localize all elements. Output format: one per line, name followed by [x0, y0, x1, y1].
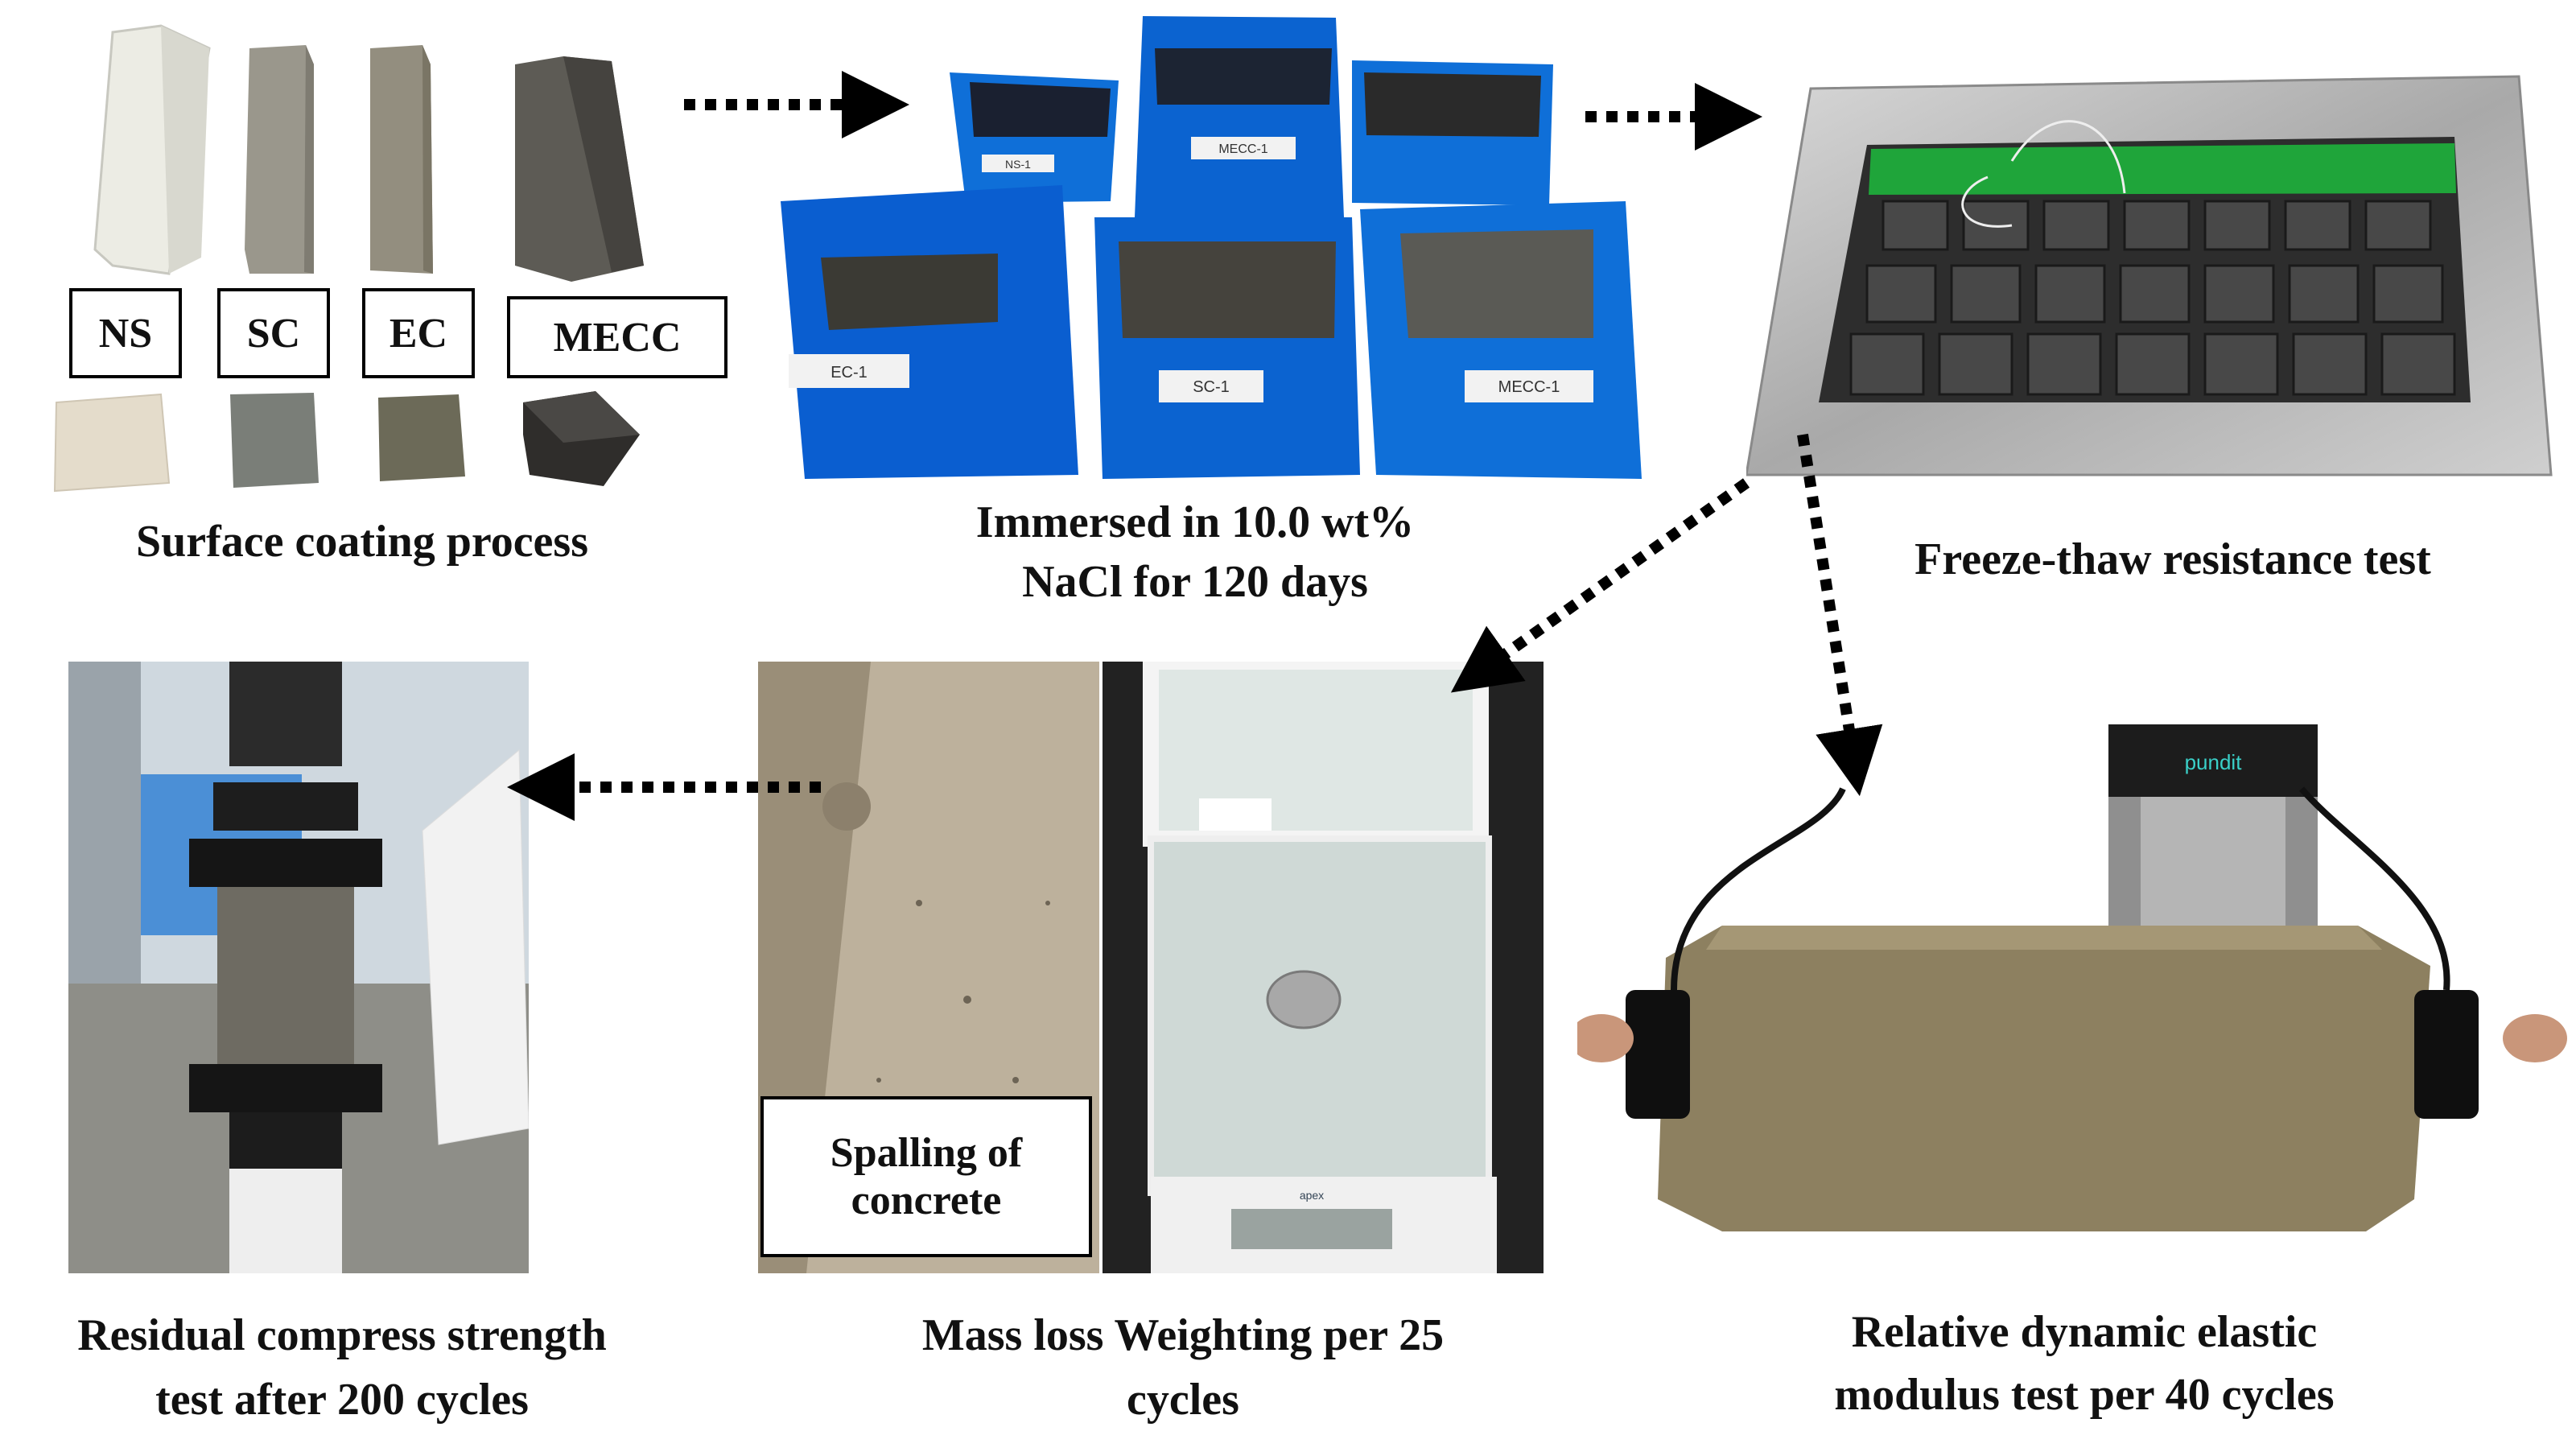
basket-tag-ns: NS-1	[1005, 158, 1031, 171]
basket-tag-mecc-top: MECC-1	[1218, 142, 1267, 156]
coated-cube-photos	[40, 386, 684, 499]
spalling-label-box: Spalling of concrete	[760, 1096, 1092, 1257]
caption-modulus-line1: Relative dynamic elastic	[1851, 1307, 2318, 1357]
spalling-label-line2: concrete	[851, 1178, 1002, 1223]
coated-prism-photos	[48, 16, 692, 282]
coating-label-sc: SC	[217, 288, 330, 378]
coating-label-mecc: MECC	[507, 296, 727, 378]
caption-immersion-line1: Immersed in 10.0 wt%	[975, 497, 1415, 547]
caption-freeze-thaw: Freeze-thaw resistance test	[1914, 534, 2431, 584]
caption-surface-coating: Surface coating process	[136, 517, 588, 567]
coating-label-ns: NS	[69, 288, 182, 378]
compression-machine-photo	[68, 662, 529, 1273]
freeze-thaw-chamber-photo	[1746, 64, 2559, 491]
caption-immersion-line2: NaCl for 120 days	[1022, 557, 1368, 607]
caption-compress-line1: Residual compress strength	[77, 1310, 607, 1360]
pundit-brand-label: pundit	[2185, 750, 2243, 774]
coating-label-ec: EC	[362, 288, 475, 378]
immersion-baskets-photo: NS-1 MECC-1 EC-1 SC-1 M	[756, 16, 1674, 487]
caption-mass-line2: cycles	[1127, 1375, 1239, 1425]
caption-compress-line2: test after 200 cycles	[155, 1375, 529, 1425]
spalling-label-line1: Spalling of	[830, 1130, 1023, 1176]
basket-tag-ec: EC-1	[831, 364, 868, 382]
arrow-freeze-thaw-to-modulus	[1797, 433, 1883, 797]
balance-brand-label: apex	[1300, 1189, 1324, 1202]
caption-modulus-line2: modulus test per 40 cycles	[1834, 1370, 2335, 1420]
basket-tag-mecc-front: MECC-1	[1498, 378, 1560, 396]
ultrasonic-modulus-photo: pundit	[1577, 700, 2567, 1264]
basket-tag-sc: SC-1	[1193, 378, 1230, 396]
analytical-balance-photo: apex	[1103, 662, 1544, 1273]
arrow-freeze-thaw-to-mass-loss	[1450, 478, 1750, 693]
caption-mass-line1: Mass loss Weighting per 25	[921, 1310, 1445, 1360]
